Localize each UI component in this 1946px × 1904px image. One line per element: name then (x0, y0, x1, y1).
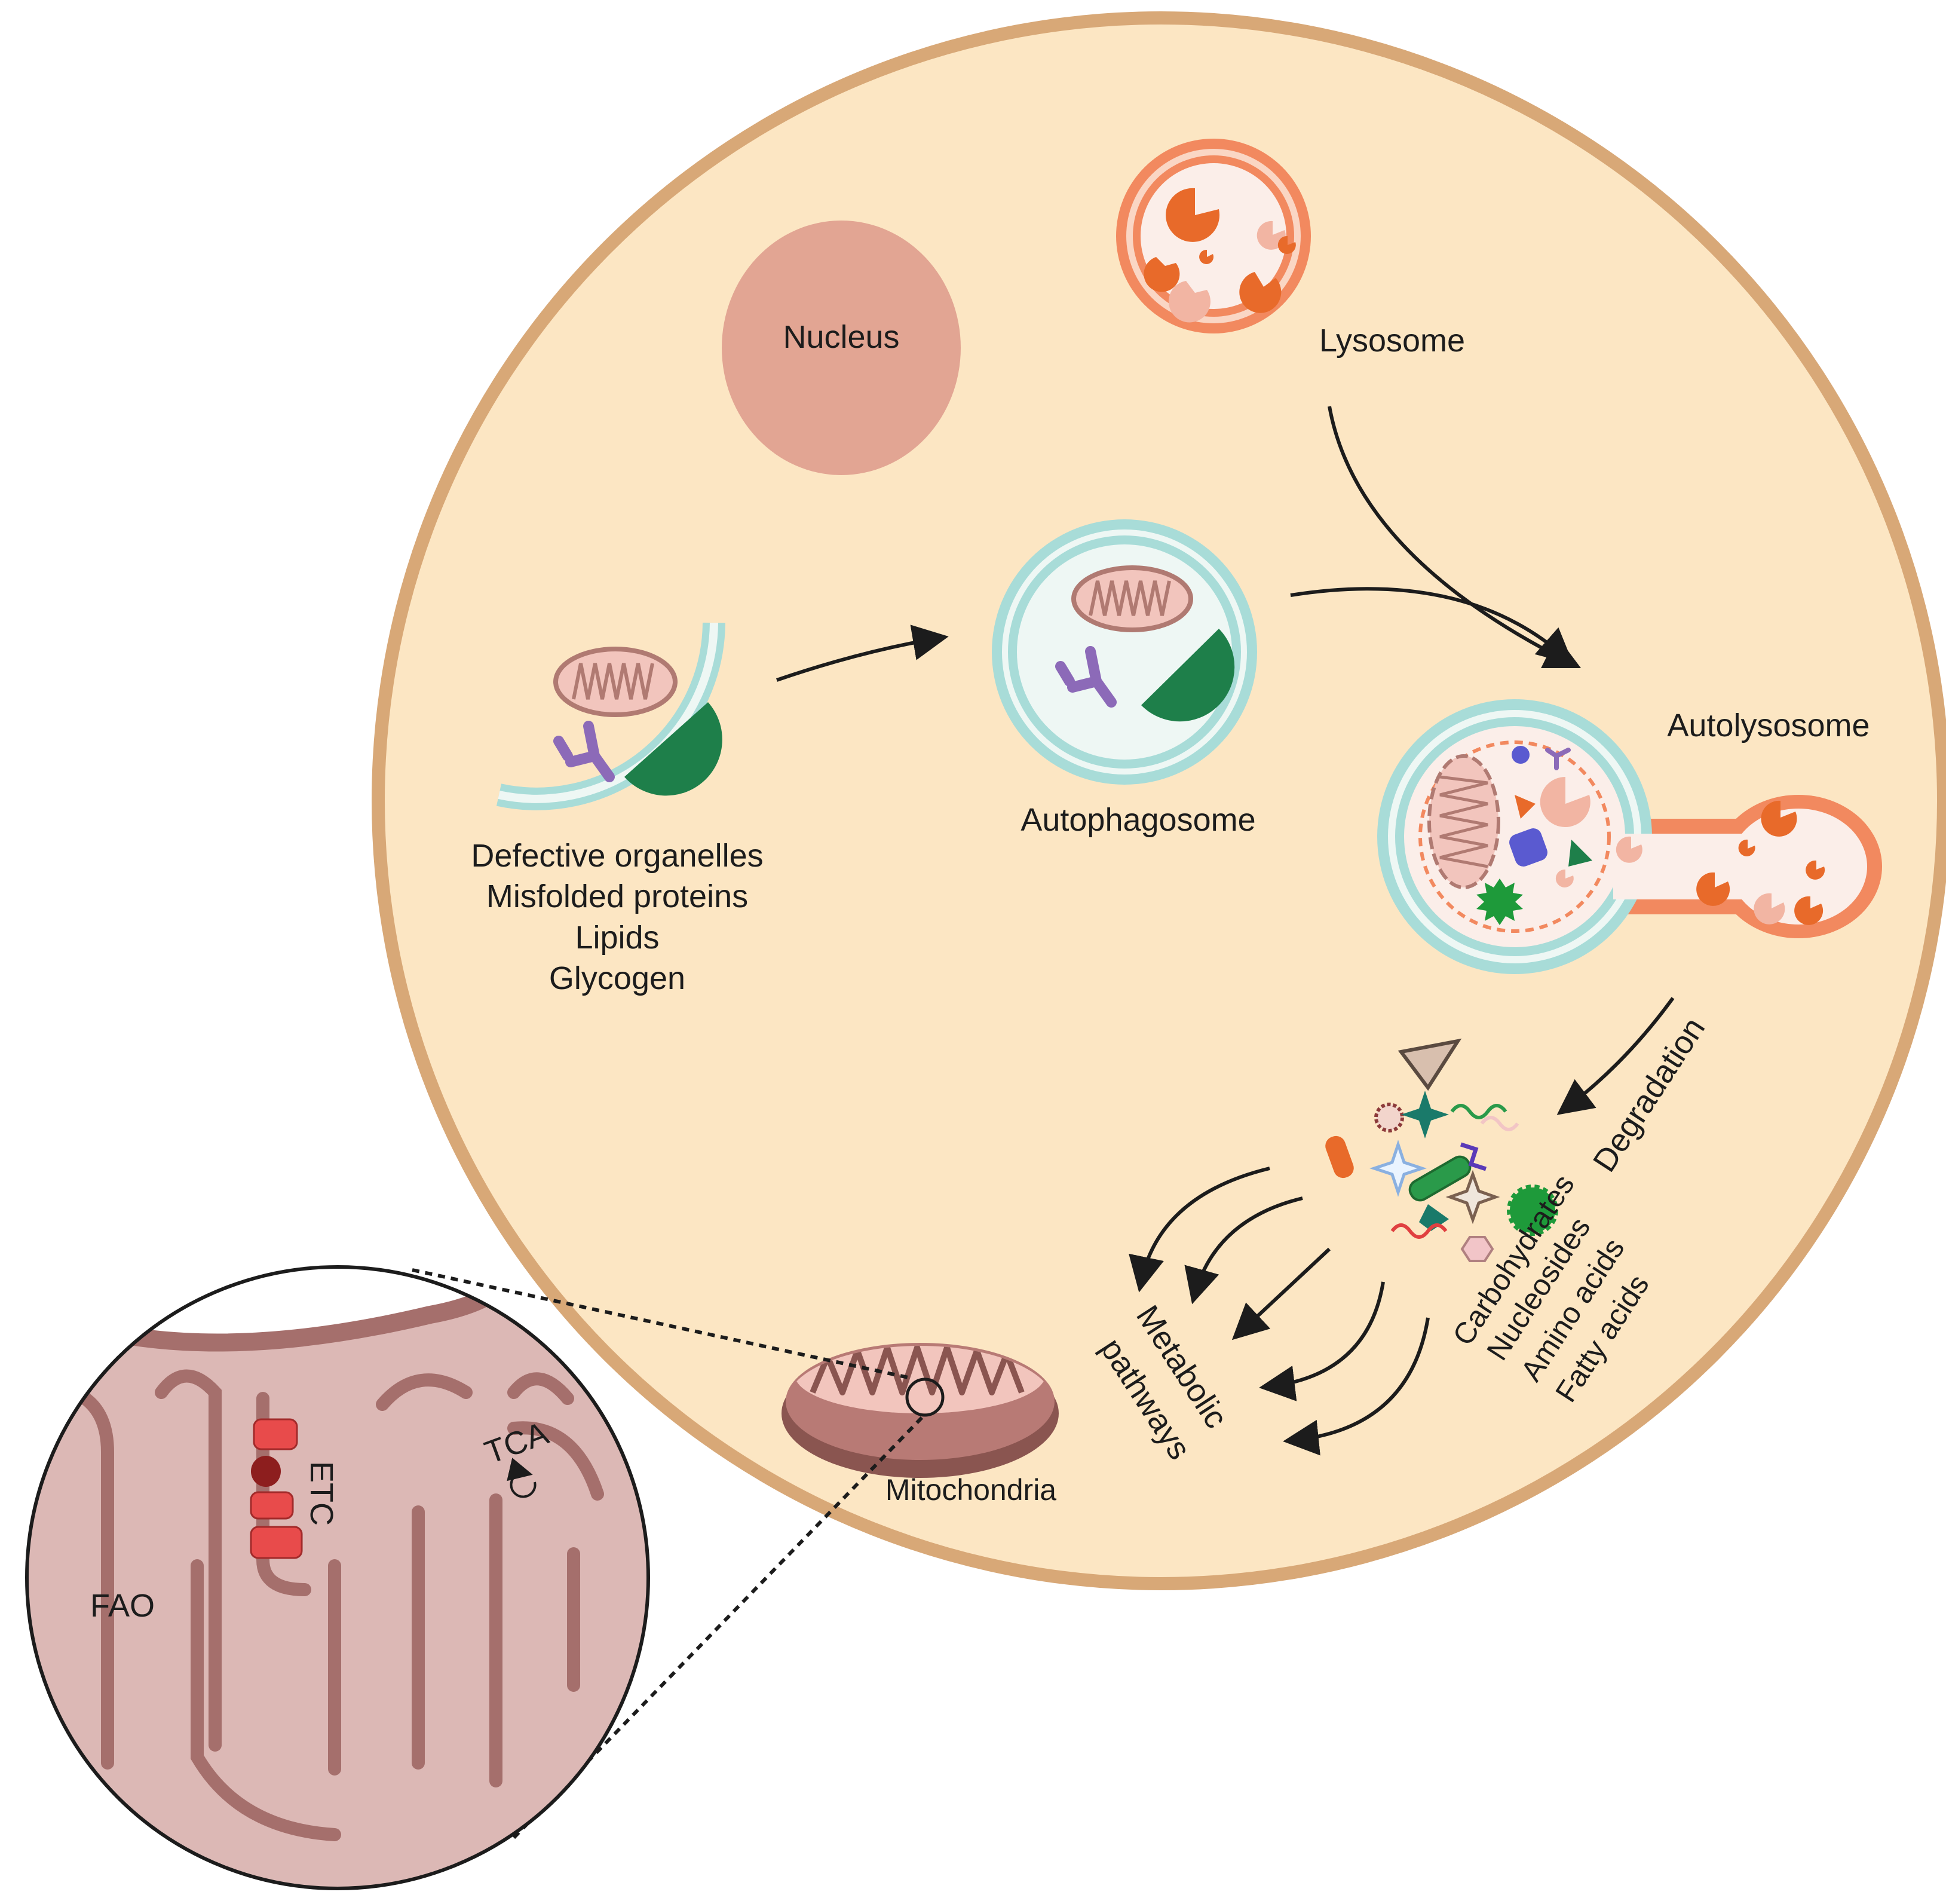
glycogen-icon (624, 702, 722, 796)
chain-icon (1460, 1142, 1487, 1171)
svg-text:Glycogen: Glycogen (549, 960, 685, 996)
mitochondrion: Mitochondria (782, 1343, 1059, 1507)
fao-label: FAO (90, 1588, 155, 1624)
nucleus-label: Nucleus (783, 319, 899, 355)
enzyme-icon (1794, 896, 1824, 925)
chain-icon (1480, 1116, 1519, 1131)
autolysosome: Autolysosome (1377, 699, 1882, 974)
misfolded-protein-icon (1055, 646, 1117, 708)
spiky-particle-icon (1507, 1184, 1558, 1236)
svg-text:Misfolded proteins: Misfolded proteins (486, 878, 748, 914)
cargo-list: Defective organelles Misfolded proteins … (471, 838, 763, 996)
autolysosome-label: Autolysosome (1667, 708, 1870, 743)
degradation-products (1325, 1038, 1558, 1262)
autophagosome: Autophagosome (992, 519, 1257, 838)
enzyme-icon (1761, 800, 1797, 837)
enzyme-icon (1144, 257, 1180, 292)
arrow-autophagosome-to-autolysosome (1290, 587, 1574, 665)
particle-icon (1515, 795, 1536, 819)
capsule-particle-icon (1325, 1135, 1354, 1178)
svg-text:Defective organelles: Defective organelles (471, 838, 763, 874)
arrow-to-autophagosome (776, 625, 949, 682)
enzyme-icon (1616, 836, 1642, 863)
zoom-connector (412, 1268, 909, 1379)
degraded-mitochondrion-icon (1427, 754, 1500, 889)
particle-icon (1509, 828, 1547, 867)
capsule-particle-icon (1408, 1155, 1472, 1202)
arrow-degradation (1556, 997, 1675, 1115)
enzyme-icon (1168, 281, 1210, 323)
lysosome: Lysosome (1116, 139, 1465, 359)
particle-icon (1512, 746, 1530, 764)
glycogen-icon (1141, 629, 1235, 722)
enzyme-icon (1696, 872, 1730, 906)
metabolic-arrows (1129, 1167, 1430, 1456)
arrow-lysosome-to-autolysosome (1328, 406, 1582, 669)
chain-icon (1390, 1223, 1448, 1239)
triangle-particle-icon (1398, 1038, 1462, 1091)
phagophore (496, 622, 725, 810)
glycogen-fragment-icon (1568, 840, 1592, 867)
electron-transport-chain-icon (250, 1418, 303, 1559)
enzyme-icon (1540, 776, 1590, 827)
spiky-particle-icon (1374, 1103, 1404, 1132)
zoom-focus-circle (905, 1378, 945, 1417)
enzyme-icon (1555, 869, 1574, 887)
teardrop-particle-icon (1419, 1204, 1449, 1231)
star-particle-icon (1369, 1140, 1427, 1197)
enzyme-icon (1239, 272, 1282, 313)
enzyme-icon (1166, 188, 1220, 242)
nucleus: Nucleus (722, 221, 961, 475)
particle-icon (1476, 878, 1523, 925)
autophagosome-label: Autophagosome (1020, 802, 1255, 838)
mitochondrion-icon (1071, 565, 1193, 632)
chain-icon (1450, 1104, 1507, 1119)
misfolded-protein-icon (553, 721, 615, 782)
enzyme-icon (1738, 839, 1755, 856)
enzyme-icon (1806, 860, 1825, 880)
mitochondrion-icon (553, 647, 678, 717)
enzyme-icon (1277, 235, 1296, 254)
enzyme-icon (1199, 249, 1214, 264)
cycle-arrow-icon (507, 1458, 537, 1498)
star-particle-icon (1401, 1091, 1449, 1138)
star-particle-icon (1445, 1170, 1500, 1225)
lysosome-label: Lysosome (1319, 323, 1465, 359)
mitochondria-label: Mitochondria (885, 1473, 1056, 1507)
protein-fragment-icon (1545, 748, 1571, 770)
etc-label: ETC (304, 1461, 339, 1526)
enzyme-icon (1754, 893, 1785, 925)
svg-text:Lipids: Lipids (575, 920, 659, 956)
hexagon-particle-icon (1460, 1236, 1494, 1262)
